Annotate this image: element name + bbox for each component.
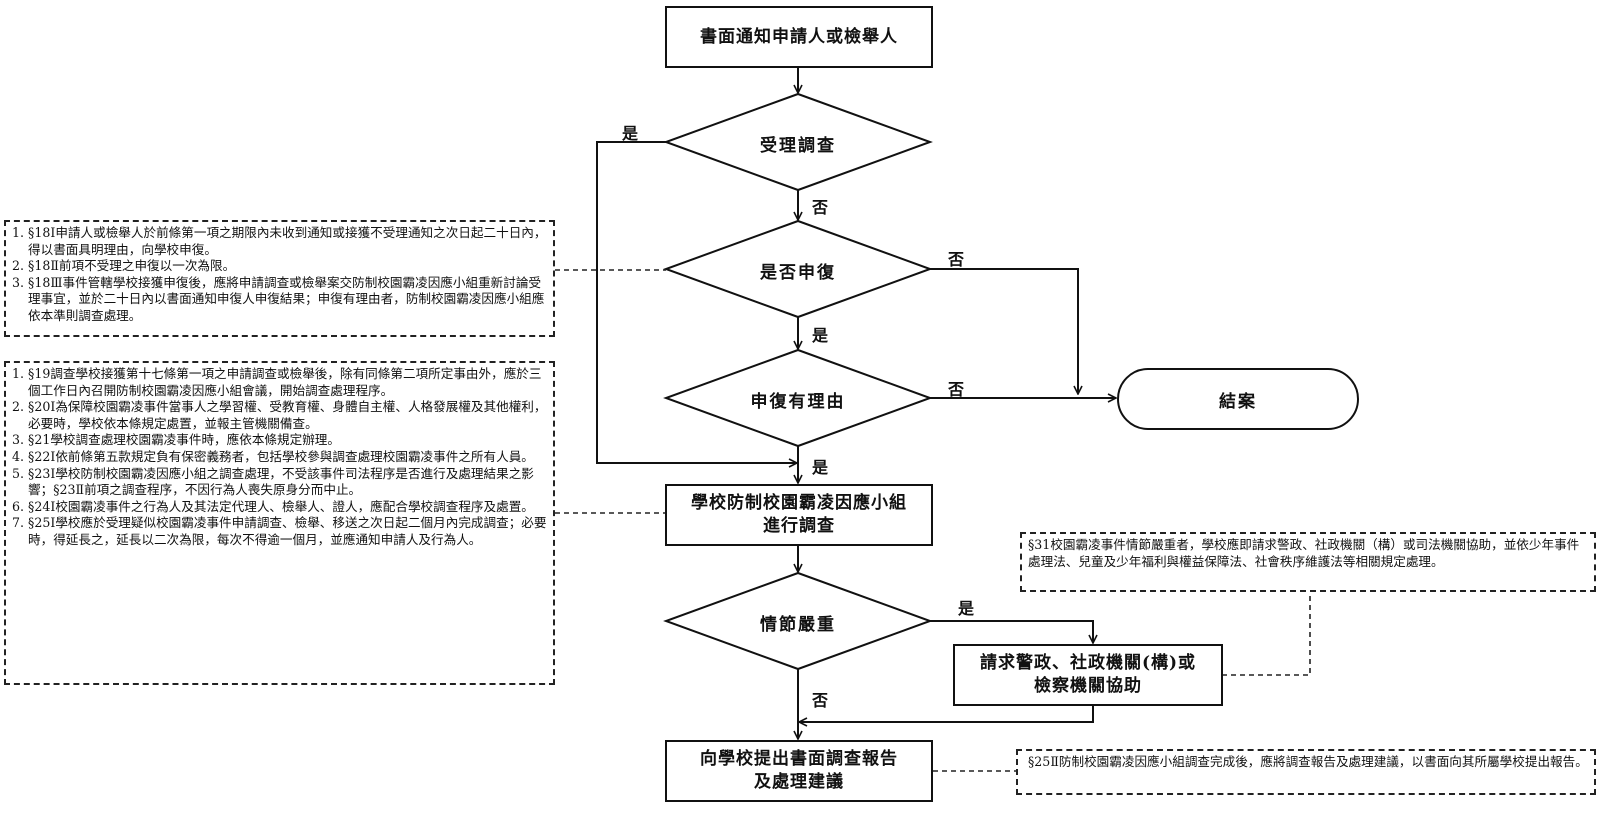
arrow-police-return-path <box>799 705 1094 722</box>
node-report-line1: 向學校提出書面調查報告 <box>700 749 898 769</box>
note-investigation-rule: 3. §21學校調查處理校園霸凌事件時，應依本條規定辦理。 <box>12 432 340 448</box>
node-reason-label: 申復有理由 <box>750 392 846 412</box>
note-serious-rule: §31校園霸凌事件情節嚴重者，學校應即請求警政、社政機關（構）或司法機關協助，並… <box>1020 532 1596 592</box>
note-appeal-rule: 1. §18Ⅰ申請人或檢舉人於前條第一項之期限內未收到通知或接獲不受理通知之次日… <box>12 225 547 257</box>
node-appeal-label: 是否申復 <box>760 263 836 283</box>
label-accept-no: 否 <box>812 198 829 217</box>
arrow-serious-yes-path <box>930 620 1093 643</box>
note-investigation-rule: 5. §23Ⅰ學校防制校園霸凌因應小組之調查處理，不受該事件司法程序是否進行及處… <box>12 465 534 498</box>
label-reason-yes: 是 <box>812 458 829 477</box>
arrow-accept-yes-path <box>596 141 797 463</box>
note-investigation-rules: 1. §19調查學校接獲第十七條第一項之申請調查或檢舉後，除有同條第二項所定事由… <box>4 361 555 685</box>
note-investigation-rule: 4. §22Ⅰ依前條第五款規定負有保密義務者，包括學校參與調查處理校園霸凌事件之… <box>12 448 534 464</box>
node-serious-label: 情節嚴重 <box>760 615 836 635</box>
node-report: 向學校提出書面調查報告 及處理建議 <box>665 740 933 802</box>
note-investigation-rule: 1. §19調查學校接獲第十七條第一項之申請調查或檢舉後，除有同條第二項所定事由… <box>12 366 542 398</box>
label-accept-yes: 是 <box>622 124 639 143</box>
note-report-rule: §25Ⅱ防制校園霸凌因應小組調查完成後，應將調查報告及處理建議，以書面向其所屬學… <box>1016 749 1596 795</box>
node-team-line2: 進行調查 <box>763 516 835 536</box>
node-police: 請求警政、社政機關(構)或 檢察機關協助 <box>953 644 1223 706</box>
node-team-line1: 學校防制校園霸凌因應小組 <box>691 493 907 513</box>
note-appeal-rules: 1. §18Ⅰ申請人或檢舉人於前條第一項之期限內未收到通知或接獲不受理通知之次日… <box>4 220 555 337</box>
label-reason-no: 否 <box>948 380 965 399</box>
node-report-line2: 及處理建議 <box>754 772 844 792</box>
note-serious-text: §31校園霸凌事件情節嚴重者，學校應即請求警政、社政機關（構）或司法機關協助，並… <box>1028 537 1580 569</box>
note-investigation-rule: 6. §24Ⅰ校園霸凌事件之行為人及其法定代理人、檢舉人、證人，應配合學校調查程… <box>12 498 534 514</box>
note-appeal-rule: 2. §18Ⅱ前項不受理之申復以一次為限。 <box>12 258 236 274</box>
node-close: 結案 <box>1117 368 1359 430</box>
node-team: 學校防制校園霸凌因應小組 進行調查 <box>665 484 933 546</box>
note-appeal-rule: 3. §18Ⅲ事件管轄學校接獲申復後，應將申請調查或檢舉案交防制校園霸凌因應小組… <box>12 274 545 323</box>
arrow-appeal-no-path <box>930 268 1078 394</box>
label-appeal-no: 否 <box>948 250 965 269</box>
note-investigation-rule: 7. §25Ⅰ學校應於受理疑似校園霸凌事件申請調查、檢舉、移送之次日起二個月內完… <box>12 515 547 547</box>
note-investigation-rule: 2. §20Ⅰ為保障校園霸凌事件當事人之學習權、受教育權、身體自主權、人格發展權… <box>12 399 547 431</box>
node-accept-label: 受理調查 <box>760 136 836 156</box>
node-start: 書面通知申請人或檢舉人 <box>665 6 933 68</box>
node-police-line1: 請求警政、社政機關(構)或 <box>979 653 1197 673</box>
node-police-line2: 檢察機關協助 <box>1034 676 1142 696</box>
note-report-text: §25Ⅱ防制校園霸凌因應小組調查完成後，應將調查報告及處理建議，以書面向其所屬學… <box>1028 754 1588 769</box>
node-start-text: 書面通知申請人或檢舉人 <box>700 26 898 47</box>
connector-serious-note <box>1222 592 1311 676</box>
label-serious-no: 否 <box>812 691 829 710</box>
label-appeal-yes: 是 <box>812 326 829 345</box>
label-serious-yes: 是 <box>958 599 975 618</box>
